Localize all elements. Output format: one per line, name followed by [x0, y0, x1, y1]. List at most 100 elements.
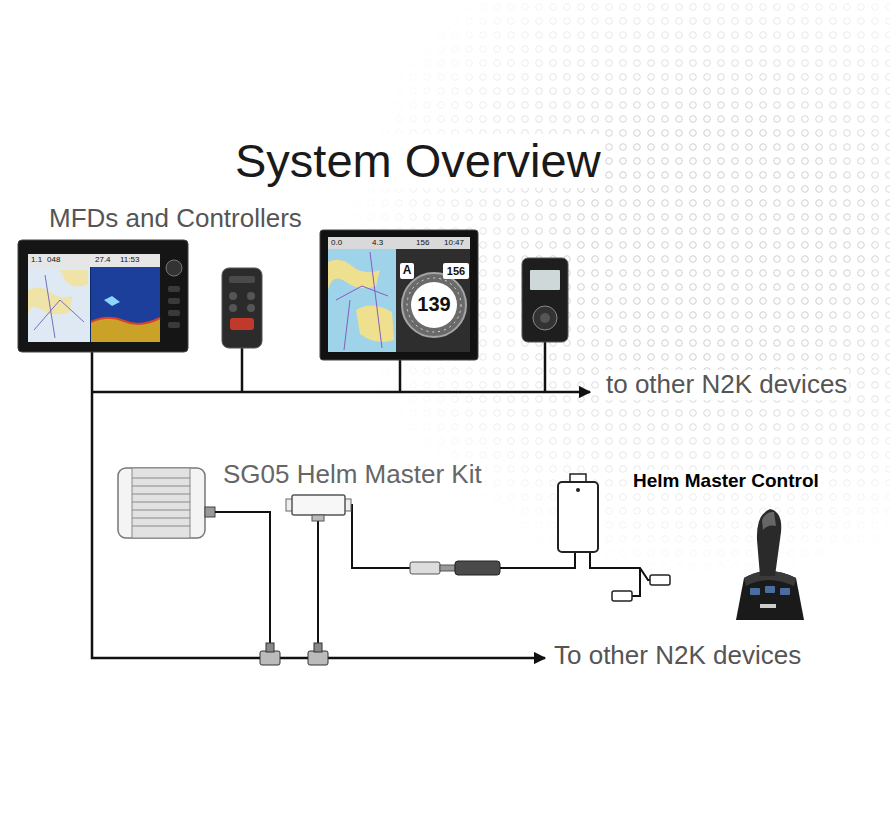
gauge-value: 139 — [417, 293, 450, 316]
joystick-illustration — [765, 586, 775, 593]
instrument-display — [356, 305, 394, 342]
instrument-display — [328, 237, 470, 352]
joystick-illustration — [760, 604, 776, 608]
n2k-backbone — [92, 391, 590, 394]
t-connector — [308, 651, 328, 665]
cable-connector — [455, 561, 500, 575]
handheld-controller — [540, 313, 550, 323]
instrument-display — [407, 278, 461, 332]
instrument-display — [411, 282, 457, 328]
autopilot-controller — [222, 268, 262, 348]
mfd-display — [168, 322, 180, 328]
joystick-illustration — [780, 588, 790, 595]
power-unit — [132, 468, 190, 538]
joystick-illustration — [757, 509, 781, 576]
t-connector — [260, 643, 328, 665]
t-connector — [266, 643, 274, 652]
interface-module — [558, 474, 598, 552]
cable-connector — [410, 561, 500, 575]
handheld-controller — [530, 270, 560, 290]
cable — [317, 515, 319, 651]
label-slot: 0.0 — [331, 238, 342, 247]
cable — [500, 552, 575, 568]
cable-connector — [440, 565, 455, 571]
handheld-controller — [533, 306, 557, 330]
page-title: System Overview — [232, 134, 604, 188]
instrument-display — [402, 273, 466, 337]
label-slot: 27.4 — [95, 255, 111, 264]
cable-plug — [612, 591, 632, 601]
joystick-illustration — [736, 509, 804, 620]
screen-readout: 1.1 — [31, 255, 42, 264]
mfd-display — [104, 296, 120, 306]
screen-readout: 048 — [47, 255, 60, 264]
autopilot-controller — [247, 292, 255, 300]
kit-junction-box — [312, 515, 324, 521]
screen-readout: 27.4 — [95, 255, 111, 264]
handheld-controller — [522, 258, 568, 342]
instrument-display — [400, 263, 414, 279]
cable-connector — [410, 562, 440, 574]
device-heading: SG05 Helm Master Kit — [220, 460, 485, 490]
instrument-display — [443, 263, 469, 279]
helm-control-node: Helm Master Control — [630, 470, 830, 622]
label-slot: A — [403, 264, 412, 278]
mfd-display — [91, 318, 160, 324]
instrument-display — [328, 237, 470, 249]
mfd-display — [91, 267, 160, 342]
instrument-display — [320, 230, 478, 360]
kit-junction-box — [286, 495, 351, 521]
screen-readout: 156 — [416, 238, 429, 247]
mfd-display — [18, 240, 188, 352]
label-slot: 1.1 — [31, 255, 42, 264]
mfd-display — [60, 270, 88, 287]
network-note: to other N2K devices — [604, 370, 849, 400]
cable — [632, 568, 640, 596]
n2k-backbone — [544, 342, 547, 392]
joystick-illustration — [750, 588, 760, 595]
instrument-display — [336, 252, 388, 350]
screen-readout: 156 — [447, 265, 465, 278]
label-slot: 11:53 — [120, 255, 139, 264]
network-note: To other N2K devices — [552, 641, 803, 671]
autopilot-controller — [230, 318, 254, 330]
mfd-display — [91, 318, 160, 342]
screen-readout: 4.3 — [372, 238, 383, 247]
mfd-display — [34, 275, 84, 338]
cable — [215, 512, 270, 651]
mfd-display — [28, 267, 90, 342]
power-unit — [118, 468, 205, 538]
title-slot: System Overview — [232, 134, 604, 188]
mfd-display — [18, 240, 188, 352]
mfd-display — [28, 254, 160, 267]
screen-readout: A — [403, 264, 412, 278]
instrument-display — [328, 249, 396, 352]
mfd-display — [168, 286, 180, 292]
screen-readout: 10:47 — [444, 238, 464, 247]
label-slot: To other N2K devices — [552, 641, 803, 671]
power-unit — [205, 507, 215, 517]
cable-plug — [650, 575, 670, 585]
cable — [345, 505, 410, 568]
interface-module — [576, 488, 580, 492]
autopilot-controller — [229, 292, 237, 300]
interface-module — [558, 482, 598, 552]
t-connector — [260, 651, 280, 665]
screen-readout: 0.0 — [331, 238, 342, 247]
kit-node: SG05 Helm Master Kit — [220, 460, 493, 522]
instrument-display — [320, 230, 478, 360]
mfd-display — [28, 254, 160, 342]
t-connector — [314, 643, 322, 652]
label-slot: to other N2K devices — [604, 370, 849, 400]
label-slot: 139 — [417, 293, 450, 316]
screen-readout: 11:53 — [120, 255, 139, 264]
device-heading: Helm Master Control — [630, 470, 822, 492]
autopilot-controller — [229, 276, 255, 283]
label-slot: 10:47 — [444, 238, 464, 247]
autopilot-controller — [229, 304, 237, 312]
autopilot-controller — [222, 268, 262, 348]
power-unit — [132, 478, 190, 526]
